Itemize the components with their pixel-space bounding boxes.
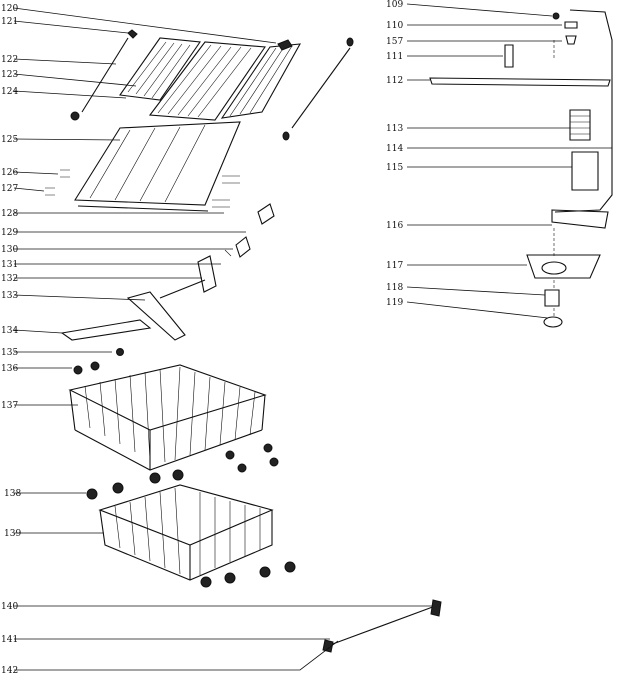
label-112: 112 — [386, 76, 403, 86]
label-124: 124 — [1, 87, 18, 97]
label-140: 140 — [1, 602, 18, 612]
label-130: 130 — [1, 245, 18, 255]
label-138: 138 — [4, 489, 21, 499]
label-116: 116 — [386, 221, 403, 231]
label-109: 109 — [386, 0, 403, 10]
label-131: 131 — [1, 260, 18, 270]
lower-rail — [322, 599, 442, 653]
label-111: 111 — [386, 52, 403, 62]
label-133: 133 — [1, 291, 18, 301]
leader-lines — [13, 3, 612, 671]
label-125: 125 — [1, 135, 18, 145]
label-122: 122 — [1, 55, 18, 65]
label-110: 110 — [386, 21, 403, 31]
water-supply-assembly — [429, 9, 613, 328]
label-120: 120 — [1, 4, 18, 14]
label-129: 129 — [1, 228, 18, 238]
label-141: 141 — [1, 635, 18, 645]
label-126: 126 — [1, 168, 18, 178]
lower-basket — [86, 469, 296, 588]
label-157: 157 — [386, 37, 403, 47]
label-119: 119 — [386, 298, 403, 308]
label-121: 121 — [1, 17, 18, 27]
label-123: 123 — [1, 70, 18, 80]
label-115: 115 — [386, 163, 403, 173]
label-139: 139 — [4, 529, 21, 539]
part-labels: 120 121 122 123 124 125 126 127 128 129 … — [1, 0, 403, 674]
label-142: 142 — [1, 666, 18, 674]
label-128: 128 — [1, 209, 18, 219]
label-132: 132 — [1, 274, 18, 284]
label-137: 137 — [1, 401, 18, 411]
label-118: 118 — [386, 283, 403, 293]
label-114: 114 — [386, 144, 403, 154]
label-134: 134 — [1, 326, 18, 336]
upper-basket — [60, 319, 279, 473]
upper-spray-arm-assembly — [126, 203, 275, 341]
label-127: 127 — [1, 184, 18, 194]
label-136: 136 — [1, 364, 18, 374]
label-113: 113 — [386, 124, 403, 134]
cutlery-tray-group — [70, 29, 354, 141]
label-135: 135 — [1, 348, 18, 358]
label-117: 117 — [386, 261, 403, 271]
upper-rack-frame — [45, 121, 241, 212]
